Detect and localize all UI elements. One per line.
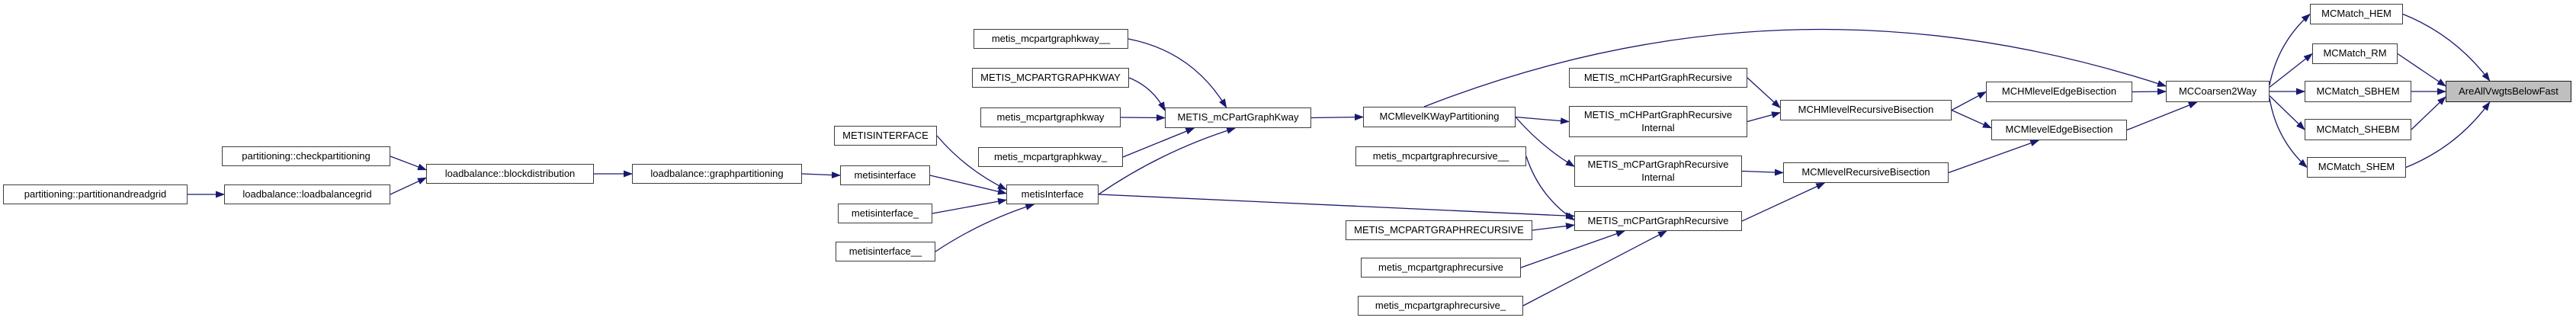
graph-node-METIS_MCPARTGRAPHKWAY[interactable]: METIS_MCPARTGRAPHKWAY	[972, 68, 1129, 88]
edge-metis_mcpartgraphkway-to-METIS_mCPartGraphKway	[1120, 114, 1166, 121]
graph-node-METIS_mCPartGraphRecursive[interactable]: METIS_mCPartGraphRecursive	[1574, 211, 1742, 231]
graph-node-metis_mcpartgraphrecursive_[interactable]: metis_mcpartgraphrecursive_	[1358, 296, 1523, 316]
graph-node-MCMlevelRecursiveBisection[interactable]: MCMlevelRecursiveBisection	[1783, 162, 1949, 183]
edge-MCCoarsen2Way-to-MCMatch_HEM	[2269, 13, 2311, 85]
edge-MCMatch_SHEBM-to-AreAllVwgtsBelowFast	[2411, 96, 2446, 130]
edge-MCMlevelKWayPartitioning-to-METIS_mCHPartGraphRecursiveInternal	[1515, 116, 1570, 125]
edge-METIS_mCHPartGraphRecursive-to-MCHMlevelRecursiveBisection	[1747, 77, 1781, 108]
graph-node-MCMlevelKWayPartitioning[interactable]: MCMlevelKWayPartitioning	[1363, 107, 1516, 127]
graph-node-current-AreAllVwgtsBelowFast: AreAllVwgtsBelowFast	[2446, 81, 2571, 102]
edge-metis_mcpartgraphrecursive_-to-METIS_mCPartGraphRecursive	[1522, 230, 1667, 306]
edge-METIS_mCPartGraphKway-to-MCMlevelKWayPartitioning	[1310, 114, 1364, 121]
edge-metisInterface-to-METIS_mCPartGraphRecursive	[1098, 194, 1575, 220]
graph-node-metis_mcpartgraphrecursive__[interactable]: metis_mcpartgraphrecursive__	[1355, 146, 1526, 166]
graph-node-checkpartitioning[interactable]: partitioning::checkpartitioning	[222, 146, 390, 166]
graph-node-metis_mcpartgraphkway[interactable]: metis_mcpartgraphkway	[980, 107, 1121, 127]
graph-node-metisinterface_[interactable]: metisinterface_	[838, 204, 932, 223]
graph-node-METISINTERFACE[interactable]: METISINTERFACE	[834, 126, 937, 146]
graph-node-MCMlevelEdgeBisection[interactable]: MCMlevelEdgeBisection	[1991, 120, 2127, 140]
edge-MCCoarsen2Way-to-MCMatch_RM	[2269, 53, 2313, 88]
graph-node-MCCoarsen2Way[interactable]: MCCoarsen2Way	[2166, 81, 2270, 102]
graph-node-METIS_MCPARTGRAPHRECURSIVE[interactable]: METIS_MCPARTGRAPHRECURSIVE	[1346, 220, 1532, 240]
edge-MCHMlevelEdgeBisection-to-MCCoarsen2Way	[2132, 88, 2167, 95]
edge-METIS_mCPartGraphRecursive-to-MCMlevelRecursiveBisection	[1741, 182, 1826, 222]
edge-metisInterface-to-METIS_mCPartGraphKway	[1098, 127, 1237, 195]
graph-node-METIS_mCPartGraphKway[interactable]: METIS_mCPartGraphKway	[1165, 107, 1311, 128]
edge-metis_mcpartgraphrecursive__-to-METIS_mCPartGraphRecursive	[1525, 156, 1575, 221]
graph-node-METIS_mCHPartGraphRecursive[interactable]: METIS_mCHPartGraphRecursive	[1569, 68, 1747, 88]
edge-MCMlevelKWayPartitioning-to-METIS_mCPartGraphRecursiveInternal	[1515, 117, 1575, 167]
edge-METISINTERFACE-to-metisInterface	[936, 135, 1007, 191]
graph-node-MCMatch_SBHEM[interactable]: MCMatch_SBHEM	[2305, 81, 2411, 102]
edge-MCHMlevelRecursiveBisection-to-MCMlevelEdgeBisection	[1951, 109, 1992, 129]
graph-node-MCHMlevelEdgeBisection[interactable]: MCHMlevelEdgeBisection	[1986, 82, 2132, 102]
graph-node-metis_mcpartgraphkway__[interactable]: metis_mcpartgraphkway__	[974, 29, 1128, 49]
graph-node-blockdistribution[interactable]: loadbalance::blockdistribution	[426, 164, 594, 184]
graph-node-metis_mcpartgraphkway_[interactable]: metis_mcpartgraphkway_	[978, 147, 1123, 167]
graph-node-METIS_mCHPartGraphRecursiveInternal[interactable]: METIS_mCHPartGraphRecursive Internal	[1569, 106, 1747, 137]
edge-MCMlevelRecursiveBisection-to-MCMlevelEdgeBisection	[1948, 140, 2040, 174]
edge-METIS_MCPARTGRAPHRECURSIVE-to-METIS_mCPartGraphRecursive	[1532, 223, 1575, 231]
graph-node-loadbalancegrid[interactable]: loadbalance::loadbalancegrid	[224, 184, 390, 204]
edge-graphpartitioning-to-metisinterface	[801, 172, 841, 179]
edge-METIS_MCPARTGRAPHKWAY-to-METIS_mCPartGraphKway	[1128, 77, 1166, 111]
edge-metisinterface-to-metisInterface	[929, 175, 1007, 195]
edge-MCMatch_HEM-to-AreAllVwgtsBelowFast	[2402, 13, 2491, 82]
edge-MCMlevelEdgeBisection-to-MCCoarsen2Way	[2126, 101, 2198, 131]
edge-METIS_mCPartGraphRecursiveInternal-to-MCMlevelRecursiveBisection	[1741, 168, 1784, 176]
edge-MCCoarsen2Way-to-MCMatch_SHEM	[2269, 98, 2308, 168]
edge-metis_mcpartgraphkway_-to-METIS_mCPartGraphKway	[1122, 127, 1195, 158]
graph-node-partitionandreadgrid[interactable]: partitioning::partitionandreadgrid	[3, 184, 188, 204]
graph-node-metisinterface__[interactable]: metisinterface__	[836, 242, 935, 261]
graph-node-metisinterface[interactable]: metisinterface	[840, 165, 930, 185]
edge-MCMlevelKWayPartitioning-to-MCCoarsen2Way	[1423, 28, 2167, 107]
graph-node-METIS_mCPartGraphRecursiveInternal[interactable]: METIS_mCPartGraphRecursive Internal	[1574, 156, 1742, 187]
edge-metis_mcpartgraphrecursive-to-METIS_mCPartGraphRecursive	[1520, 230, 1625, 268]
edge-MCMatch_RM-to-AreAllVwgtsBelowFast	[2397, 53, 2446, 87]
graph-node-metisInterface[interactable]: metisInterface	[1006, 184, 1099, 204]
graph-node-graphpartitioning[interactable]: loadbalance::graphpartitioning	[632, 164, 802, 184]
edge-MCHMlevelRecursiveBisection-to-MCHMlevelEdgeBisection	[1951, 91, 1987, 111]
edge-MCCoarsen2Way-to-MCMatch_SHEBM	[2269, 95, 2305, 130]
edge-METIS_mCHPartGraphRecursiveInternal-to-MCHMlevelRecursiveBisection	[1747, 111, 1781, 123]
edge-loadbalancegrid-to-blockdistribution	[390, 177, 427, 195]
edge-metis_mcpartgraphkway__-to-METIS_mCPartGraphKway	[1128, 38, 1227, 108]
edge-MCMatch_SHEM-to-AreAllVwgtsBelowFast	[2405, 101, 2491, 168]
graph-node-MCHMlevelRecursiveBisection[interactable]: MCHMlevelRecursiveBisection	[1780, 100, 1952, 120]
graph-node-MCMatch_RM[interactable]: MCMatch_RM	[2312, 43, 2398, 64]
graph-node-MCMatch_SHEM[interactable]: MCMatch_SHEM	[2307, 157, 2406, 178]
edge-checkpartitioning-to-blockdistribution	[390, 156, 427, 171]
graph-node-MCMatch_HEM[interactable]: MCMatch_HEM	[2310, 4, 2403, 24]
edge-metisinterface__-to-metisInterface	[935, 204, 1035, 252]
graph-node-MCMatch_SHEBM[interactable]: MCMatch_SHEBM	[2305, 119, 2411, 140]
edge-metisinterface_-to-metisInterface	[932, 197, 1007, 214]
graph-node-metis_mcpartgraphrecursive[interactable]: metis_mcpartgraphrecursive	[1361, 258, 1521, 277]
